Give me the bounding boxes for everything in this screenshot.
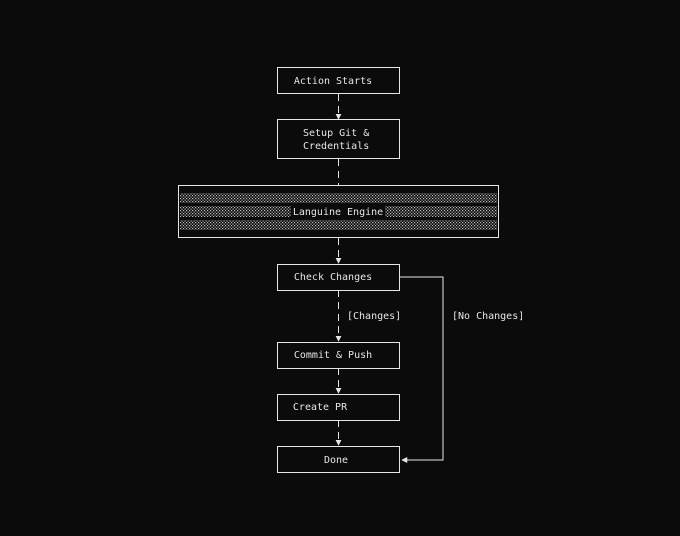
- node-commit-push: Commit & Push: [277, 342, 400, 369]
- edge-check-to-done-no-changes: [399, 276, 444, 463]
- node-create-pr: Create PR: [277, 394, 400, 421]
- node-label-setup-line1: Setup Git &: [303, 128, 369, 139]
- engine-dither-band-1: [180, 193, 497, 203]
- node-label-commit-push: Commit & Push: [294, 350, 372, 361]
- node-check-changes: Check Changes: [277, 264, 400, 291]
- node-label-action-starts: Action Starts: [294, 76, 372, 87]
- node-setup-git: Setup Git & Credentials: [277, 119, 400, 159]
- node-label-done: Done: [324, 455, 348, 466]
- edge-label-no-changes: [No Changes]: [452, 311, 524, 322]
- node-label-languine-engine: Languine Engine: [293, 207, 383, 218]
- engine-dither-band-3: [180, 220, 497, 230]
- edge-label-changes: [Changes]: [347, 311, 401, 322]
- node-done: Done: [277, 446, 400, 473]
- node-label-check-changes: Check Changes: [294, 272, 372, 283]
- edges: [335, 94, 444, 463]
- engine-label-backdrop: [291, 205, 385, 218]
- node-label-setup-line2: Credentials: [303, 141, 369, 152]
- node-languine-engine: Languine Engine: [178, 185, 499, 238]
- node-label-create-pr: Create PR: [293, 402, 348, 413]
- node-action-starts: Action Starts: [277, 67, 400, 94]
